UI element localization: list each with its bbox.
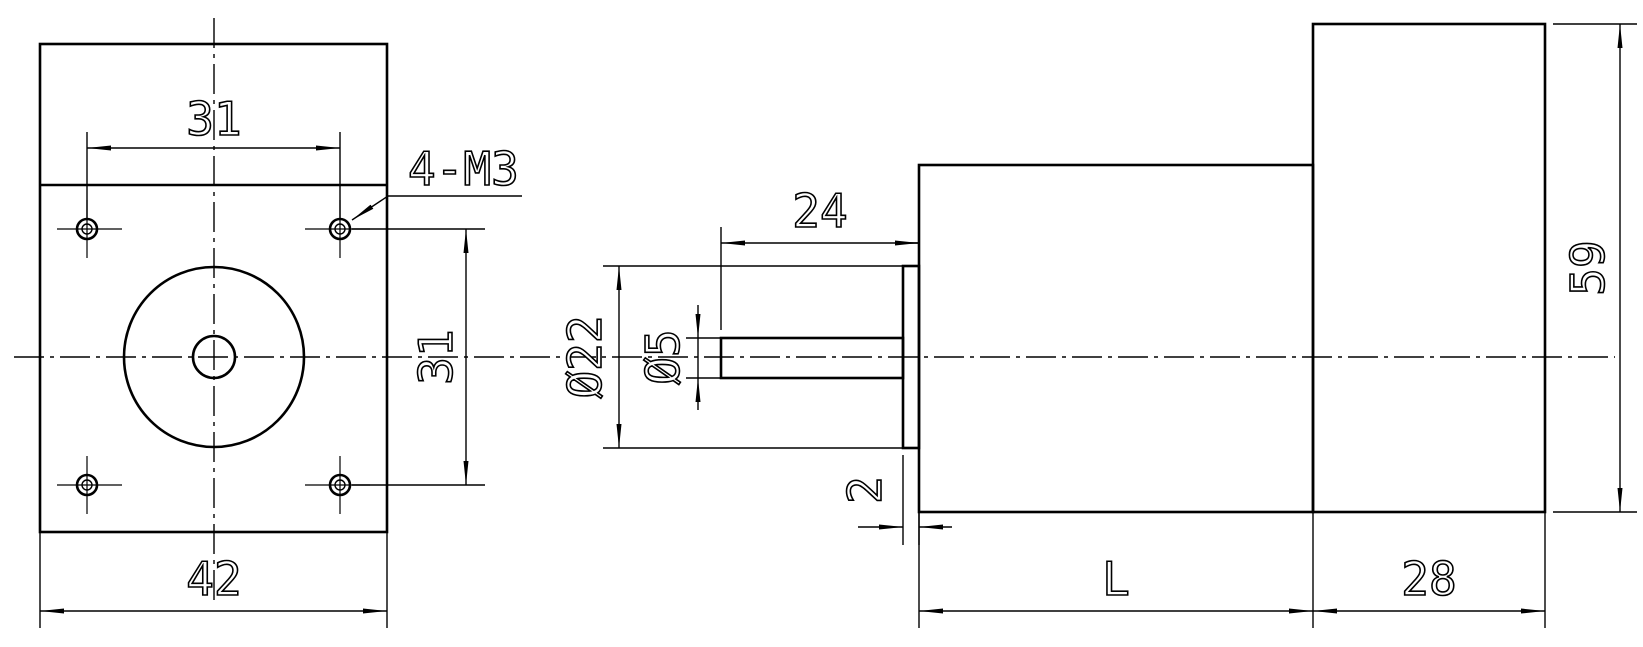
dim-gearbox-length: 28 xyxy=(1401,552,1456,606)
mounting-hole xyxy=(57,200,122,258)
gearbox-outline xyxy=(1311,22,1547,514)
dim-shaft-length: 24 xyxy=(792,184,847,238)
dim-shaft-diameter: Ø5 xyxy=(636,329,690,384)
dim-hole-spacing-horizontal: 31 xyxy=(186,92,241,146)
hole-callout-leader xyxy=(351,195,389,221)
shaft-outline xyxy=(719,336,905,380)
pilot-boss-circle xyxy=(122,265,306,449)
dim-body-length: L xyxy=(1102,552,1130,606)
front-view: 31 4-M3 31 42 xyxy=(14,18,1615,628)
hole-callout-label: 4-M3 xyxy=(408,142,519,196)
dim-hole-spacing-vertical: 31 xyxy=(409,329,463,384)
dim-gearbox-height: 59 xyxy=(1561,240,1615,295)
dim-pilot-thickness: 2 xyxy=(838,476,892,504)
shaft-circle xyxy=(191,334,237,380)
side-view: 24 Ø22 Ø5 2 L 28 59 xyxy=(557,22,1637,628)
motor-body-outline xyxy=(917,163,1315,514)
mounting-hole xyxy=(57,456,122,514)
dim-overall-width: 42 xyxy=(186,552,241,606)
dim-pilot-diameter: Ø22 xyxy=(558,315,612,398)
